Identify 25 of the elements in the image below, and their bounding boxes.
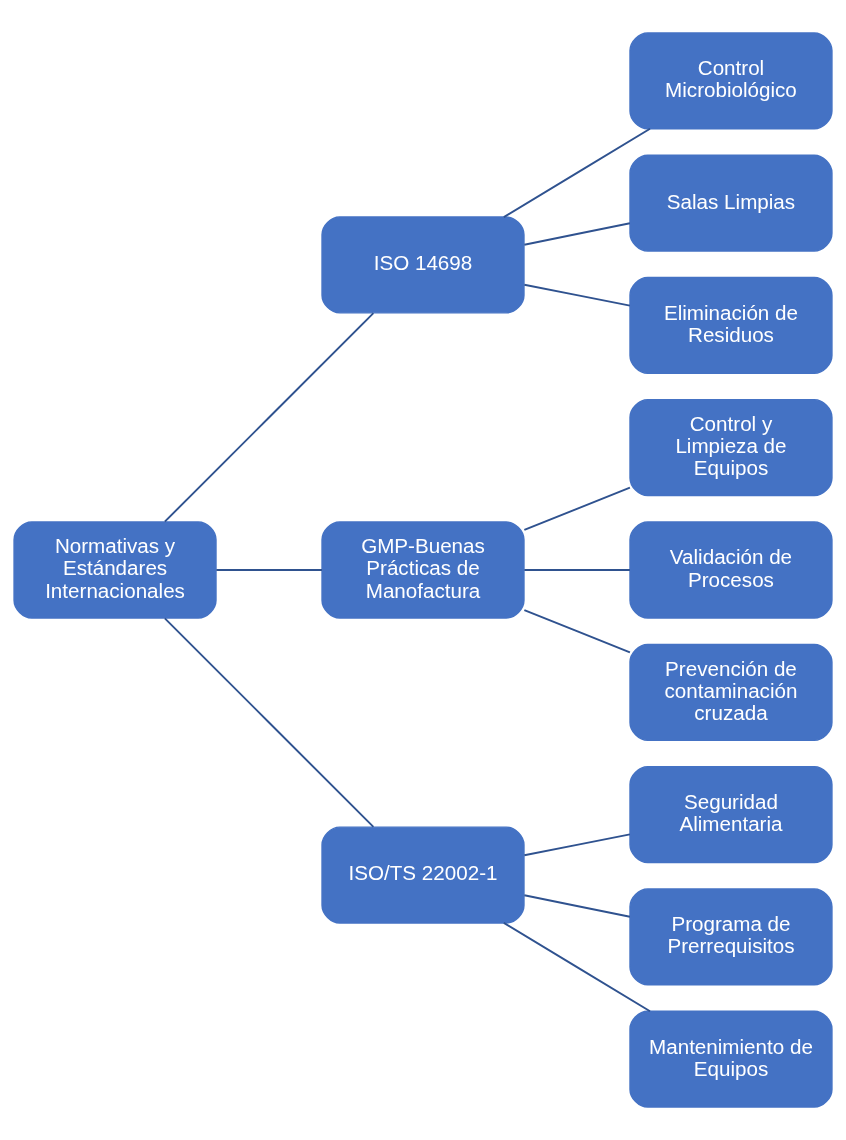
node-box: Seguridad Alimentaria xyxy=(629,766,833,864)
connector xyxy=(523,222,631,246)
node-box: Mantenimiento de Equipos xyxy=(629,1010,833,1108)
node-box: Control y Limpieza de Equipos xyxy=(629,399,833,497)
connector xyxy=(523,833,631,857)
connector xyxy=(523,569,631,571)
connector xyxy=(163,312,375,523)
connector xyxy=(163,617,375,828)
connector xyxy=(502,922,651,1013)
node-box: Validación de Procesos xyxy=(629,521,833,619)
connector xyxy=(523,609,631,654)
connector xyxy=(215,569,323,571)
node-box: Eliminación de Residuos xyxy=(629,276,833,374)
node-box: Control Microbiológico xyxy=(629,32,833,130)
connector xyxy=(523,894,631,918)
node-box: Normativas y Estándares Internacionales xyxy=(13,521,217,619)
connector xyxy=(523,486,631,531)
node-box: ISO/TS 22002-1 xyxy=(321,826,525,924)
node-box: Programa de Prerrequisitos xyxy=(629,888,833,986)
node-box: GMP-Buenas Prácticas de Manofactura xyxy=(321,521,525,619)
connector xyxy=(502,127,651,218)
node-box: Prevención de contaminación cruzada xyxy=(629,643,833,741)
connector xyxy=(523,283,631,307)
node-box: Salas Limpias xyxy=(629,154,833,252)
node-box: ISO 14698 xyxy=(321,216,525,314)
